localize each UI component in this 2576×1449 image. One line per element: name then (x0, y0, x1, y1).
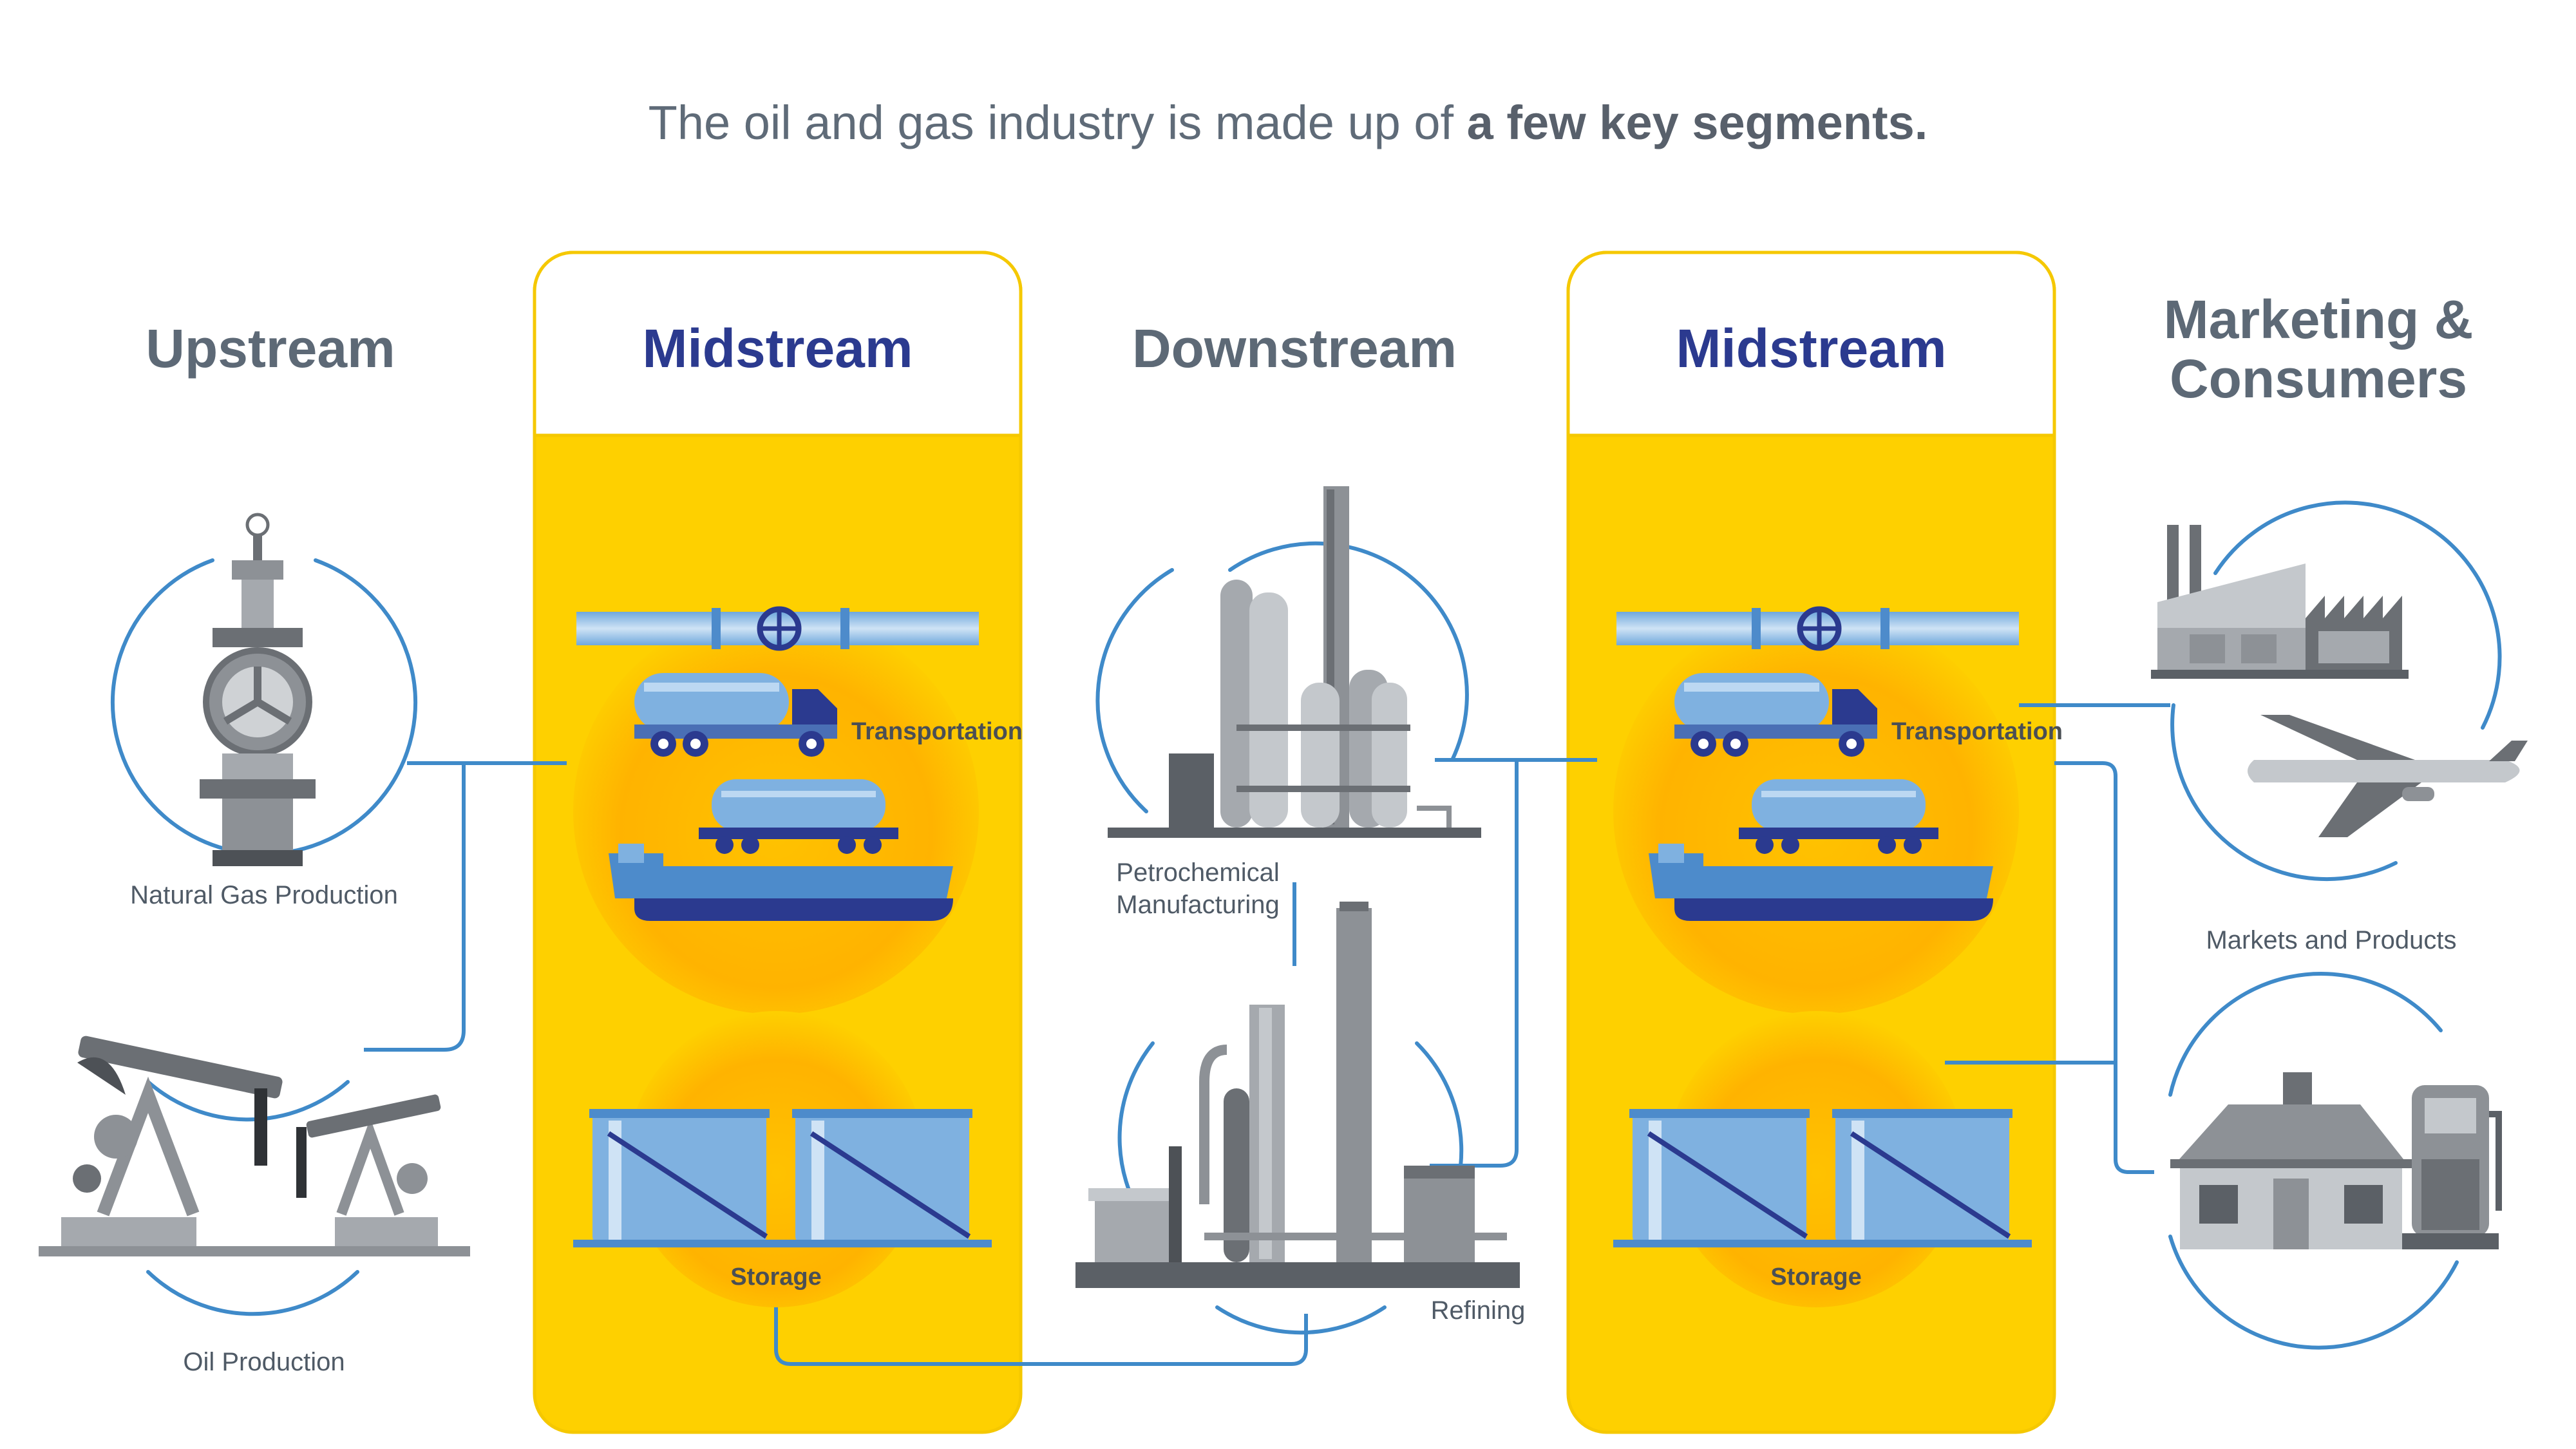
icon-circles (111, 500, 2502, 1350)
factory-icon (2151, 525, 2409, 679)
midstream-1-storage-label: Storage (730, 1264, 822, 1291)
segment-upstream: Upstream (146, 318, 395, 379)
house-icon (2170, 1072, 2412, 1249)
midstream-1-transportation-label: Transportation (851, 718, 1023, 745)
midstream-2-art (1613, 606, 2032, 1307)
caption-petrochemical: Petrochemical Manufacturing (1101, 857, 1294, 921)
midstream-2-storage-label: Storage (1770, 1264, 1862, 1291)
wellhead-icon (200, 513, 316, 866)
refinery-icon (1075, 902, 1520, 1288)
segment-marketing-line1: Marketing & (2163, 289, 2474, 350)
page-title: The oil and gas industry is made up of a… (0, 95, 2576, 150)
title-prefix: The oil and gas industry is made up of (648, 96, 1454, 149)
fuel-pump-icon (2402, 1085, 2502, 1249)
title-emphasis: a few key segments. (1466, 96, 1928, 149)
caption-natural-gas: Natural Gas Production (130, 881, 398, 909)
segment-marketing-consumers: Marketing & Consumers (2119, 290, 2518, 408)
caption-petrochemical-line2: Manufacturing (1116, 891, 1280, 919)
midstream-1-art (573, 606, 992, 1307)
caption-refining: Refining (1430, 1296, 1526, 1325)
caption-petrochemical-line1: Petrochemical (1116, 858, 1280, 887)
petrochemical-plant-icon (1108, 486, 1481, 838)
airplane-icon (2248, 715, 2528, 837)
segment-downstream: Downstream (1132, 318, 1457, 379)
pumpjack-icon (39, 1036, 470, 1256)
segment-midstream-1: Midstream (642, 318, 913, 379)
midstream-2-transportation-label: Transportation (1891, 718, 2063, 745)
segment-midstream-2: Midstream (1676, 318, 1947, 379)
caption-markets: Markets and Products (2206, 926, 2457, 954)
segment-marketing-line2: Consumers (2169, 348, 2468, 409)
caption-oil: Oil Production (183, 1348, 345, 1376)
